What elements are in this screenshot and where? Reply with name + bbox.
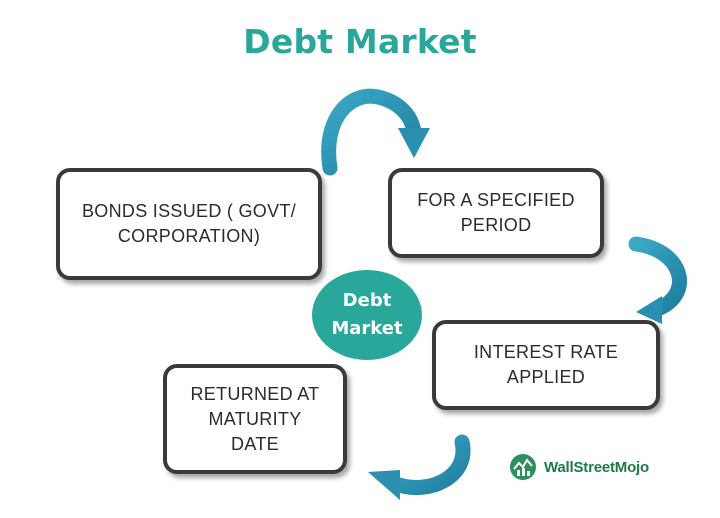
- step-specified-period: FOR A SPECIFIED PERIOD: [388, 168, 604, 258]
- wallstreetmojo-logo-icon: [510, 454, 536, 480]
- brand-logo: WallStreetMojo: [508, 452, 649, 482]
- step-returned-maturity-label: RETURNED AT MATURITY DATE: [190, 383, 320, 454]
- center-hub-label: Debt Market: [331, 290, 403, 339]
- step-bonds-issued-label: BONDS ISSUED ( GOVT/ CORPORATION): [81, 201, 297, 246]
- step-interest-rate-label: INTEREST RATE APPLIED: [473, 342, 619, 387]
- step-bonds-issued: BONDS ISSUED ( GOVT/ CORPORATION): [56, 168, 322, 280]
- arrow-bottom-icon: [368, 434, 471, 500]
- step-returned-maturity: RETURNED AT MATURITY DATE: [163, 364, 347, 474]
- logo-text: WallStreetMojo: [544, 458, 649, 476]
- page-title: Debt Market: [243, 22, 477, 61]
- arrow-right-icon: [628, 236, 687, 324]
- step-specified-period-label: FOR A SPECIFIED PERIOD: [417, 190, 575, 235]
- center-hub: Debt Market: [312, 270, 422, 360]
- arrow-top-icon: [321, 88, 430, 176]
- step-interest-rate: INTEREST RATE APPLIED: [432, 320, 660, 410]
